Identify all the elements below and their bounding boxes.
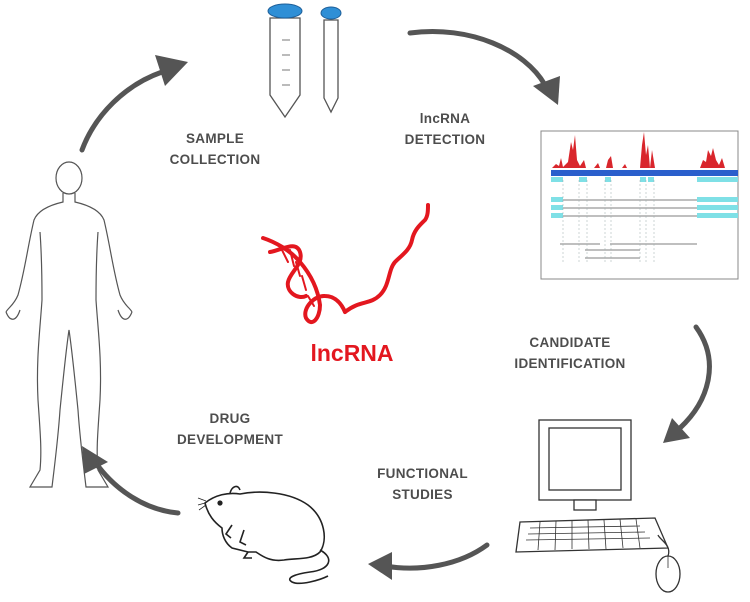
arrow-head-sample bbox=[155, 55, 188, 86]
label-line: FUNCTIONAL bbox=[377, 466, 468, 481]
arrow-to-candidate bbox=[677, 324, 712, 431]
sample-tubes-icon bbox=[267, 3, 342, 119]
label-line: SAMPLE bbox=[185, 131, 245, 146]
rna-strand-icon bbox=[261, 203, 430, 324]
coverage-track bbox=[552, 132, 725, 168]
genome-browser-icon bbox=[540, 130, 739, 280]
arrow-heads bbox=[82, 55, 690, 580]
label-candidate-identification: CANDIDATE IDENTIFICATION bbox=[495, 332, 645, 374]
label-line: STUDIES bbox=[392, 487, 453, 502]
label-line: DEVELOPMENT bbox=[176, 432, 284, 447]
computer-icon bbox=[515, 419, 681, 593]
arrow-to-sample bbox=[79, 69, 165, 153]
label-drug-development: DRUG DEVELOPMENT bbox=[170, 408, 290, 450]
label-line: lncRNA bbox=[419, 111, 471, 126]
arrow-to-functional bbox=[382, 542, 490, 571]
label-line: COLLECTION bbox=[169, 152, 261, 167]
mouse-animal-icon bbox=[197, 485, 330, 585]
label-line: CANDIDATE bbox=[529, 335, 611, 350]
arrow-head-candidate bbox=[663, 418, 690, 443]
center-label: lncRNA bbox=[310, 340, 394, 366]
label-functional-studies: FUNCTIONAL STUDIES bbox=[360, 463, 485, 505]
label-line: IDENTIFICATION bbox=[514, 356, 626, 371]
human-body-icon bbox=[5, 161, 133, 488]
arrow-to-drug bbox=[92, 459, 181, 516]
arrow-head-drug bbox=[82, 446, 108, 474]
label-sample-collection: SAMPLE COLLECTION bbox=[155, 128, 275, 170]
cycle-arrows bbox=[79, 29, 712, 571]
arrow-head-detection bbox=[533, 76, 560, 105]
arrow-to-detection bbox=[407, 29, 548, 88]
label-line: DRUG bbox=[209, 411, 251, 426]
label-line: DETECTION bbox=[404, 132, 486, 147]
label-lncrna-detection: lncRNA DETECTION bbox=[385, 108, 505, 150]
arrow-head-functional bbox=[368, 552, 392, 580]
